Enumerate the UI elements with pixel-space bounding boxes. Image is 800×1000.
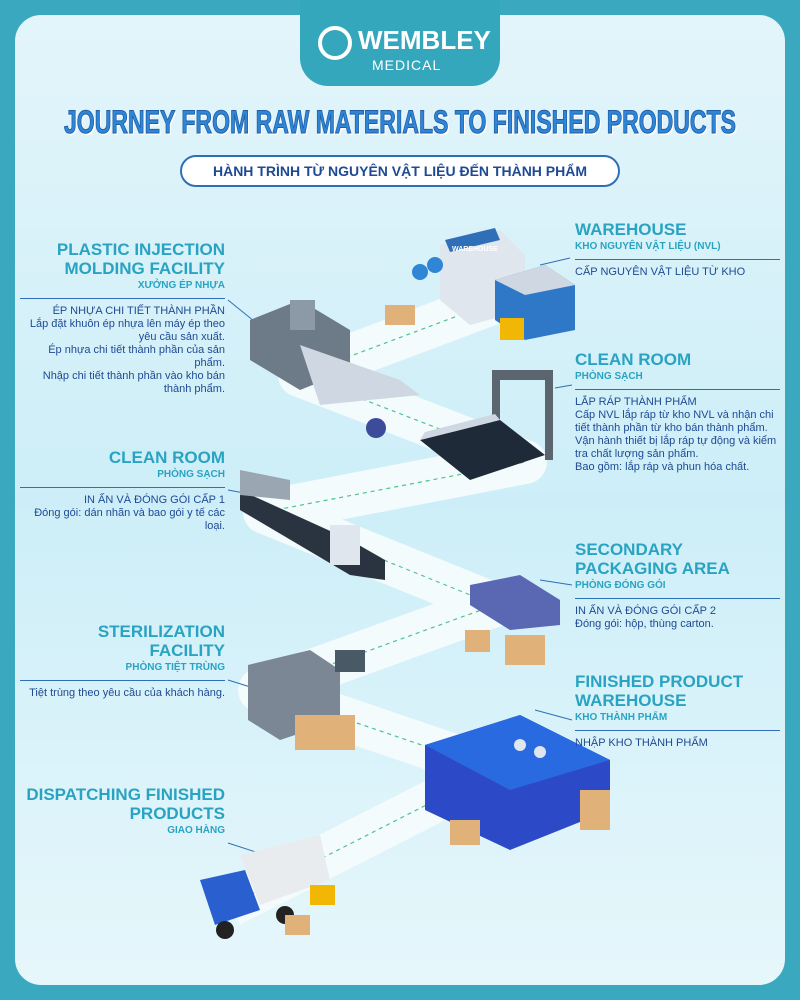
section-title: CLEAN ROOM: [108, 448, 225, 467]
injection-molding-machine-illustration: [250, 300, 420, 438]
section-body-line: NHẬP KHO THÀNH PHẨM: [575, 737, 708, 749]
section-subtitle: XƯỞNG ÉP NHỰA: [137, 280, 225, 291]
section-title: WAREHOUSE: [575, 220, 687, 239]
section-subtitle: PHÒNG SẠCH: [157, 469, 225, 480]
section-body-line: Vận hành thiết bị lắp ráp tự động và kiể…: [575, 435, 777, 460]
divider: [575, 259, 780, 260]
section-finished-warehouse: FINISHED PRODUCT WAREHOUSE KHO THÀNH PHẨ…: [575, 672, 780, 750]
section-title: STERILIZATION FACILITY: [97, 622, 225, 660]
assembly-line-illustration: [420, 370, 553, 480]
section-body-line: Đóng gói: dán nhãn và bao gói y tế các l…: [34, 507, 225, 532]
section-secondary-packaging: SECONDARY PACKAGING AREA PHÒNG ĐÓNG GÓI …: [575, 540, 780, 631]
section-subtitle: PHÒNG TIỆT TRÙNG: [125, 662, 225, 673]
section-subtitle: GIAO HÀNG: [167, 825, 225, 836]
section-subtitle: KHO THÀNH PHẨM: [575, 712, 668, 723]
section-subtitle: KHO NGUYÊN VẬT LIỆU (NVL): [575, 241, 721, 252]
section-title: SECONDARY PACKAGING AREA: [575, 540, 730, 578]
delivery-truck-illustration: [200, 835, 335, 939]
section-sterilization: STERILIZATION FACILITY PHÒNG TIỆT TRÙNG …: [20, 622, 225, 700]
logo: WEMBLEY MEDICAL: [300, 0, 500, 86]
page-subtitle: HÀNH TRÌNH TỪ NGUYÊN VẬT LIỆU ĐẾN THÀNH …: [180, 155, 620, 187]
page-title: JOURNEY FROM RAW MATERIALS TO FINISHED P…: [63, 104, 737, 141]
divider: [575, 730, 780, 731]
divider: [20, 680, 225, 681]
section-dispatching: DISPATCHING FINISHED PRODUCTS GIAO HÀNG: [20, 785, 225, 837]
section-body-line: Đóng gói: hộp, thùng carton.: [575, 618, 714, 630]
divider: [20, 487, 225, 488]
section-warehouse: WAREHOUSE KHO NGUYÊN VẬT LIỆU (NVL) CẤP …: [575, 220, 780, 279]
sterilization-chamber-illustration: [248, 650, 365, 750]
section-body-line: IN ẤN VÀ ĐÓNG GÓI CẤP 1: [84, 494, 225, 506]
logo-brand: WEMBLEY: [358, 25, 491, 55]
raw-material-warehouse-illustration: [385, 228, 575, 340]
section-body-line: IN ẤN VÀ ĐÓNG GÓI CẤP 2: [575, 605, 716, 617]
section-body-line: Tiệt trùng theo yêu cầu của khách hàng.: [29, 687, 225, 699]
section-body-line: Cấp NVL lắp ráp từ kho NVL và nhận chi t…: [575, 409, 774, 434]
section-title: CLEAN ROOM: [575, 350, 692, 369]
divider: [575, 598, 780, 599]
section-body-line: Bao gồm: lắp ráp và phun hóa chất.: [575, 461, 750, 473]
section-title: PLASTIC INJECTION MOLDING FACILITY: [56, 240, 225, 278]
divider: [20, 298, 225, 299]
logo-sub: MEDICAL: [372, 57, 442, 73]
finished-product-warehouse-illustration: [425, 715, 610, 850]
section-body-line: ÉP NHỰA CHI TIẾT THÀNH PHẦN: [52, 305, 225, 317]
section-title: DISPATCHING FINISHED PRODUCTS: [26, 785, 225, 823]
section-body-line: CẤP NGUYÊN VẬT LIỆU TỪ KHO: [575, 266, 746, 278]
divider: [575, 389, 780, 390]
section-title: FINISHED PRODUCT WAREHOUSE: [575, 672, 744, 710]
secondary-packaging-machine-illustration: [465, 575, 560, 665]
primary-packaging-line-illustration: [240, 470, 385, 580]
section-body-line: Nhập chi tiết thành phần vào kho bán thà…: [42, 370, 225, 395]
section-clean-room-packaging: CLEAN ROOM PHÒNG SẠCH IN ẤN VÀ ĐÓNG GÓI …: [20, 448, 225, 533]
section-subtitle: PHÒNG ĐÓNG GÓI: [575, 580, 666, 591]
section-body-line: Ép nhựa chi tiết thành phần của sản phẩm…: [48, 344, 225, 369]
section-body-line: LẮP RÁP THÀNH PHẨM: [575, 396, 697, 408]
logo-mark-icon: [318, 26, 352, 60]
section-clean-room-assembly: CLEAN ROOM PHÒNG SẠCH LẮP RÁP THÀNH PHẨM…: [575, 350, 780, 474]
section-body-line: Lắp đặt khuôn ép nhựa lên máy ép theo yê…: [29, 318, 225, 343]
section-plastic-injection: PLASTIC INJECTION MOLDING FACILITY XƯỞNG…: [20, 240, 225, 396]
warehouse-sign: WAREHOUSE: [452, 246, 498, 253]
section-subtitle: PHÒNG SẠCH: [575, 371, 643, 382]
